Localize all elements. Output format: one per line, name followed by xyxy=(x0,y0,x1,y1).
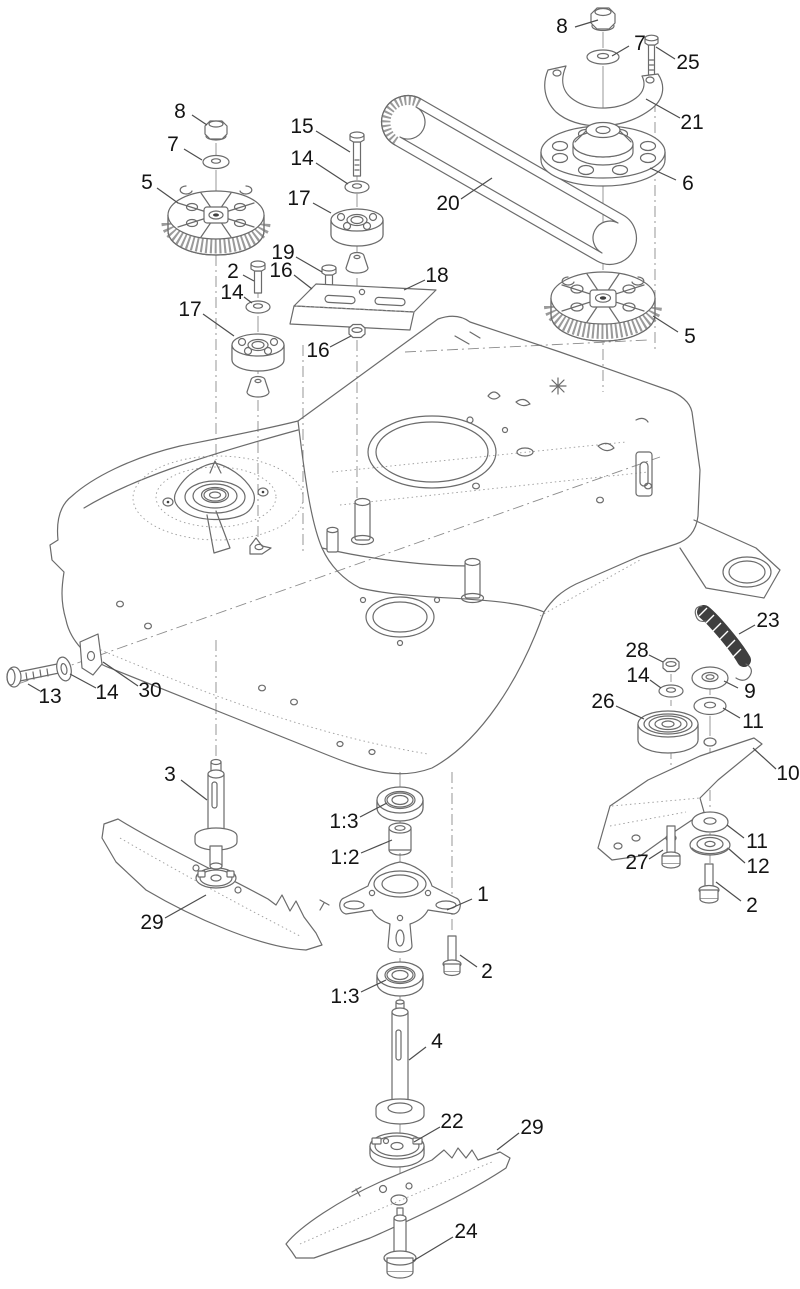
leader-26 xyxy=(615,705,645,720)
leader-14-right xyxy=(649,679,662,689)
bracket-21 xyxy=(544,65,664,127)
belt-20 xyxy=(381,95,637,265)
leader-23 xyxy=(738,624,756,635)
blade-adapter-22 xyxy=(369,1132,425,1168)
leader-15 xyxy=(315,130,351,153)
leader-28 xyxy=(648,654,664,663)
washer-14-middle xyxy=(344,180,370,194)
washer-12 xyxy=(689,834,731,856)
nut-8-left xyxy=(204,120,228,141)
leader-2-lower-right xyxy=(715,881,742,902)
idler-bracket-10 xyxy=(597,737,763,861)
leader-11-lower xyxy=(726,824,745,839)
deck-holes xyxy=(115,482,652,756)
leader-20 xyxy=(460,177,493,200)
leader-11-upper xyxy=(722,707,741,719)
leader-7-top-left xyxy=(183,148,203,161)
leader-3 xyxy=(180,779,208,801)
leader-25 xyxy=(655,46,676,60)
leader-10 xyxy=(752,747,777,770)
leader-1 xyxy=(446,898,473,911)
leader-8-top-left xyxy=(191,114,208,126)
leader-29-bottom xyxy=(496,1132,520,1151)
leader-1-3-bearing-bottom xyxy=(360,979,387,993)
hub-17-left xyxy=(231,333,285,372)
hub-17-middle xyxy=(330,208,384,247)
leader-27 xyxy=(648,849,664,860)
washer-7-right xyxy=(586,49,620,65)
leader-16-lower xyxy=(329,335,352,348)
bolt-24 xyxy=(383,1207,417,1279)
leader-17-left xyxy=(202,313,235,337)
nut-8-right xyxy=(590,7,616,32)
deck-spindle-boss-left xyxy=(132,455,304,555)
cone-spacer-middle xyxy=(345,251,369,274)
leader-2-upper xyxy=(242,274,255,282)
leader-21 xyxy=(645,98,681,119)
leader-lines xyxy=(27,19,777,1262)
leader-5-right xyxy=(652,315,679,333)
bolt-2-center xyxy=(442,935,462,977)
leader-18 xyxy=(403,279,426,291)
nut-28 xyxy=(662,657,680,673)
leader-7-top-right xyxy=(611,45,630,57)
leader-1-3-bearing-top xyxy=(359,802,388,818)
leader-19 xyxy=(295,256,323,273)
leader-12 xyxy=(728,848,746,864)
shaft-4 xyxy=(375,999,425,1125)
washer-9 xyxy=(691,666,729,690)
plate-30 xyxy=(79,633,103,676)
washer-11-upper xyxy=(693,696,727,716)
bearing-1-3-bottom xyxy=(376,961,424,997)
bolt-15 xyxy=(349,131,365,177)
leader-14-far-left xyxy=(69,673,97,689)
leader-16-upper xyxy=(293,274,313,290)
washer-7-left xyxy=(202,154,230,170)
bearing-1-3-top xyxy=(376,786,424,822)
bolt-2-upper xyxy=(250,260,266,294)
leader-2-center xyxy=(459,954,478,968)
washer-14-left xyxy=(245,300,271,314)
bolt-27 xyxy=(661,825,681,869)
bracket-18 xyxy=(289,283,437,331)
deck-decorations xyxy=(454,331,653,497)
leader-30 xyxy=(102,661,139,687)
shaft-3 xyxy=(194,758,238,870)
pulley-5-left xyxy=(161,185,271,256)
leader-22 xyxy=(413,1126,441,1143)
leader-4 xyxy=(408,1046,427,1061)
washer-14-far-left xyxy=(56,656,72,682)
leader-13 xyxy=(27,683,41,692)
leader-29-left xyxy=(164,894,207,919)
washer-14-right xyxy=(658,684,684,698)
spring-23 xyxy=(694,605,752,681)
leader-9 xyxy=(723,680,739,689)
leader-8-top-right xyxy=(574,19,599,28)
leader-1-2-spacer xyxy=(360,839,393,854)
cone-spacer-left xyxy=(246,375,270,398)
bolt-13 xyxy=(6,662,65,688)
leader-5-left xyxy=(156,187,179,204)
spindle-housing-1 xyxy=(339,861,461,953)
mower-deck xyxy=(49,315,781,775)
leader-17-middle xyxy=(312,202,332,214)
pulley-5-right xyxy=(544,271,662,342)
leader-6 xyxy=(649,167,677,181)
blade-adapter-left xyxy=(195,867,237,889)
spacer-1-2 xyxy=(388,822,412,856)
bolt-2-lower-right xyxy=(698,863,720,904)
leader-14-middle xyxy=(315,162,349,185)
washer-11-lower xyxy=(691,811,729,833)
leader-24 xyxy=(412,1236,454,1262)
idler-pulley-26 xyxy=(637,710,699,754)
hub-6 xyxy=(540,121,666,187)
leader-14-left xyxy=(243,296,253,304)
bolt-25 xyxy=(644,34,659,76)
nut-16-lower xyxy=(348,323,366,339)
deck-studs xyxy=(326,497,485,604)
